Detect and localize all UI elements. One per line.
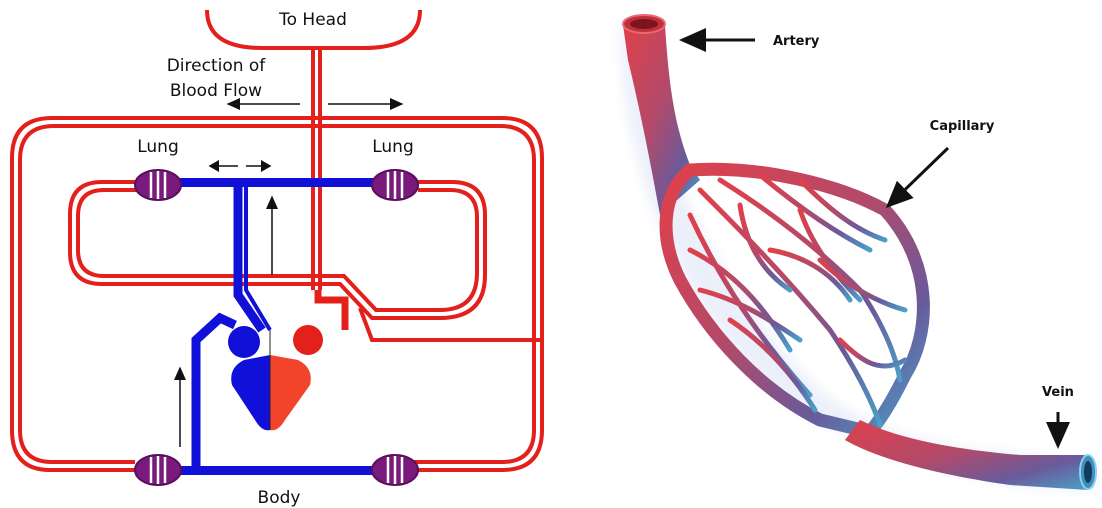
vein-lumen [1084,461,1092,483]
exchange-site-lung-right [372,170,418,200]
label-lung-right: Lung [372,137,414,157]
exchange-site-body-left [135,455,181,485]
right-atrium [228,326,260,358]
vein-trunk [845,420,1088,490]
exchange-site-lung-left [135,170,181,200]
label-vein: Vein [1042,385,1074,400]
label-capillary: Capillary [930,119,995,134]
heart [228,325,323,430]
aortic-arch [360,308,540,340]
label-to-head: To Head [278,10,347,30]
label-direction-line1: Direction of [167,56,267,76]
exchange-site-body-right [372,455,418,485]
pulmonary-red-loop-inner [78,190,477,310]
circulation-diagram: To Head Direction of Blood Flow Lung Lun… [12,10,542,508]
pulmonary-red-loop [70,182,485,318]
capillary-pointer-arrow [888,148,948,206]
pulmonary-artery-bar [180,178,380,187]
label-artery: Artery [773,34,820,49]
pulmonary-vein-to-atrium [318,290,345,330]
label-lung-left: Lung [137,137,179,157]
body-blue-bar [180,466,380,475]
capillary-bed-figure: Artery Capillary Vein [620,15,1096,490]
left-atrium [293,325,323,355]
label-body: Body [258,488,301,508]
artery-lumen [630,19,658,29]
vessel-glow [620,24,1095,490]
label-direction-line2: Blood Flow [170,81,262,101]
